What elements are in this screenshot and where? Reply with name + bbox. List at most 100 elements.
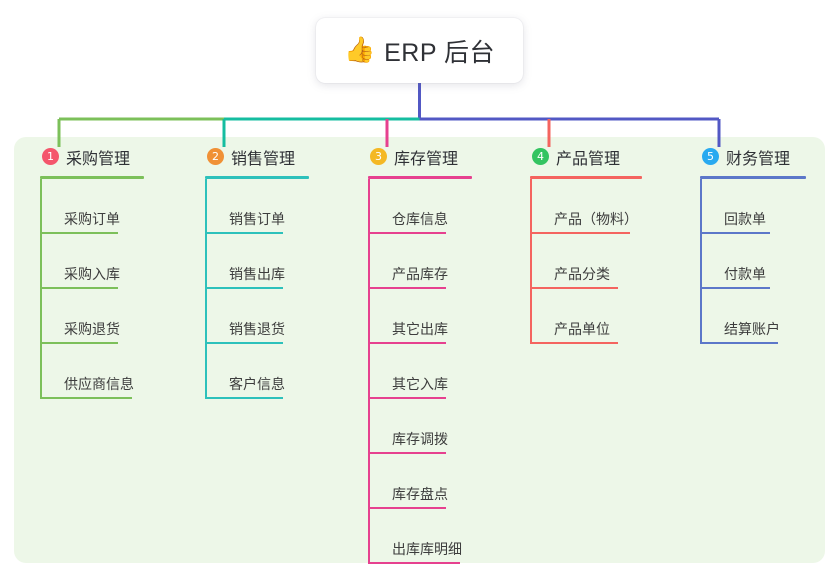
diagram-panel xyxy=(14,137,825,563)
list-item[interactable]: 产品单位 xyxy=(530,289,648,344)
list-item-rule xyxy=(530,287,618,289)
column-title-purchase-management: 采购管理 xyxy=(66,150,131,168)
list-item-rule xyxy=(368,507,446,509)
column-badge-1: 1 xyxy=(42,148,59,165)
column-rule-finance-management xyxy=(700,176,806,179)
column-items-purchase-management: 采购订单采购入库采购退货供应商信息 xyxy=(40,179,152,399)
root-node[interactable]: 👍 ERP 后台 xyxy=(316,18,523,83)
list-item[interactable]: 结算账户 xyxy=(700,289,812,344)
list-item[interactable]: 付款单 xyxy=(700,234,812,289)
list-item-label: 仓库信息 xyxy=(392,211,448,227)
list-item-rule xyxy=(368,452,446,454)
list-item-label: 产品库存 xyxy=(392,266,448,282)
column-rule-product-management xyxy=(530,176,642,179)
column-header-inventory-management[interactable]: 3 库存管理 xyxy=(368,144,480,169)
list-item-rule xyxy=(530,342,618,344)
column-header-sales-management[interactable]: 2 销售管理 xyxy=(205,144,317,169)
column-title-inventory-management: 库存管理 xyxy=(394,150,459,168)
list-item-label: 供应商信息 xyxy=(64,376,134,392)
list-item[interactable]: 销售订单 xyxy=(205,179,317,234)
column-spine-product-management xyxy=(530,179,532,344)
list-item-rule xyxy=(40,287,118,289)
list-item-label: 销售退货 xyxy=(229,321,285,337)
column-title-finance-management: 财务管理 xyxy=(726,150,791,168)
column-product-management: 4 产品管理产品（物料） 产品分类产品单位 xyxy=(530,144,648,344)
list-item[interactable]: 供应商信息 xyxy=(40,344,152,399)
list-item-label: 其它出库 xyxy=(392,321,448,337)
column-spine-purchase-management xyxy=(40,179,42,399)
column-sales-management: 2 销售管理销售订单销售出库销售退货客户信息 xyxy=(205,144,317,399)
list-item-rule xyxy=(700,287,770,289)
list-item[interactable]: 产品分类 xyxy=(530,234,648,289)
list-item-label: 产品分类 xyxy=(554,266,610,282)
column-spine-sales-management xyxy=(205,179,207,399)
list-item[interactable]: 采购退货 xyxy=(40,289,152,344)
column-title-sales-management: 销售管理 xyxy=(231,150,296,168)
list-item-rule xyxy=(368,232,446,234)
list-item[interactable]: 其它入库 xyxy=(368,344,480,399)
list-item-label: 采购订单 xyxy=(64,211,120,227)
list-item[interactable]: 采购入库 xyxy=(40,234,152,289)
list-item[interactable]: 销售退货 xyxy=(205,289,317,344)
list-item[interactable]: 销售出库 xyxy=(205,234,317,289)
list-item[interactable]: 其它出库 xyxy=(368,289,480,344)
column-badge-2: 2 xyxy=(207,148,224,165)
list-item[interactable]: 仓库信息 xyxy=(368,179,480,234)
column-items-finance-management: 回款单付款单结算账户 xyxy=(700,179,812,344)
column-rule-inventory-management xyxy=(368,176,472,179)
list-item-label: 产品（物料） xyxy=(554,211,638,227)
list-item-label: 销售出库 xyxy=(229,266,285,282)
column-badge-5: 5 xyxy=(702,148,719,165)
list-item-rule xyxy=(40,232,118,234)
list-item-rule xyxy=(530,232,630,234)
list-item-rule xyxy=(205,287,283,289)
list-item-label: 采购入库 xyxy=(64,266,120,282)
list-item[interactable]: 采购订单 xyxy=(40,179,152,234)
column-finance-management: 5 财务管理回款单付款单结算账户 xyxy=(700,144,812,344)
list-item[interactable]: 库存调拨 xyxy=(368,399,480,454)
list-item-label: 销售订单 xyxy=(229,211,285,227)
column-purchase-management: 1 采购管理采购订单采购入库采购退货供应商信息 xyxy=(40,144,152,399)
root-title: ERP 后台 xyxy=(384,38,496,67)
column-rule-purchase-management xyxy=(40,176,144,179)
list-item[interactable]: 出库库明细 xyxy=(368,509,480,564)
list-item-label: 结算账户 xyxy=(724,321,780,337)
list-item-label: 采购退货 xyxy=(64,321,120,337)
list-item-rule xyxy=(368,397,446,399)
thumbs-up-icon: 👍 xyxy=(343,36,376,64)
list-item[interactable]: 库存盘点 xyxy=(368,454,480,509)
list-item-label: 出库库明细 xyxy=(392,541,462,557)
column-items-inventory-management: 仓库信息产品库存其它出库其它入库库存调拨库存盘点出库库明细 xyxy=(368,179,480,564)
list-item-rule xyxy=(205,342,283,344)
list-item-rule xyxy=(205,232,283,234)
column-header-product-management[interactable]: 4 产品管理 xyxy=(530,144,648,169)
list-item-label: 客户信息 xyxy=(229,376,285,392)
list-item-label: 回款单 xyxy=(724,211,766,227)
column-items-sales-management: 销售订单销售出库销售退货客户信息 xyxy=(205,179,317,399)
list-item-rule xyxy=(40,342,118,344)
list-item-rule xyxy=(700,342,778,344)
list-item-rule xyxy=(700,232,770,234)
column-spine-inventory-management xyxy=(368,179,370,564)
column-spine-finance-management xyxy=(700,179,702,344)
column-badge-4: 4 xyxy=(532,148,549,165)
list-item-rule xyxy=(368,342,446,344)
list-item-label: 其它入库 xyxy=(392,376,448,392)
column-rule-sales-management xyxy=(205,176,309,179)
list-item-label: 库存调拨 xyxy=(392,431,448,447)
column-badge-3: 3 xyxy=(370,148,387,165)
column-inventory-management: 3 库存管理仓库信息产品库存其它出库其它入库库存调拨库存盘点出库库明细 xyxy=(368,144,480,564)
column-title-product-management: 产品管理 xyxy=(556,150,621,168)
column-header-finance-management[interactable]: 5 财务管理 xyxy=(700,144,812,169)
list-item[interactable]: 产品库存 xyxy=(368,234,480,289)
list-item-label: 产品单位 xyxy=(554,321,610,337)
list-item-label: 库存盘点 xyxy=(392,486,448,502)
list-item[interactable]: 回款单 xyxy=(700,179,812,234)
column-items-product-management: 产品（物料） 产品分类产品单位 xyxy=(530,179,648,344)
list-item-label: 付款单 xyxy=(724,266,766,282)
list-item[interactable]: 客户信息 xyxy=(205,344,317,399)
column-header-purchase-management[interactable]: 1 采购管理 xyxy=(40,144,152,169)
list-item-rule xyxy=(40,397,132,399)
list-item-rule xyxy=(205,397,283,399)
list-item[interactable]: 产品（物料） xyxy=(530,179,648,234)
